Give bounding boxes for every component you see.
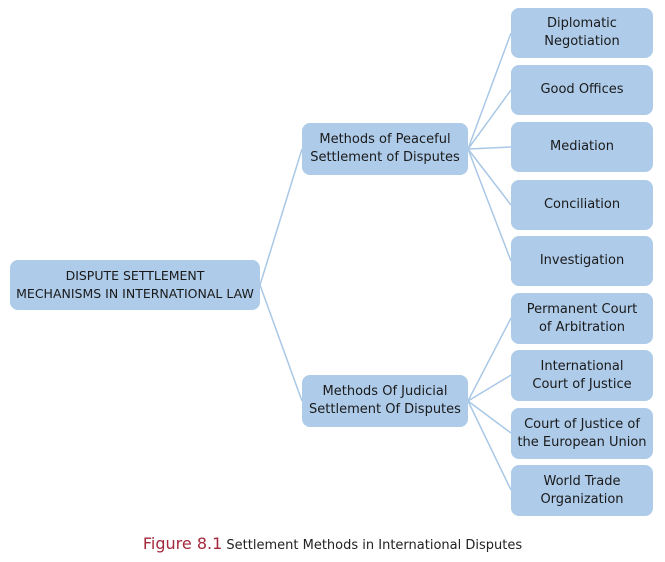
- leaf-international-court-of-justice: International Court of Justice: [511, 350, 653, 401]
- leaf-label: Conciliation: [543, 197, 621, 212]
- connector-line: [467, 89, 512, 150]
- branch-label: Methods of Peaceful Settlement of Disput…: [310, 132, 460, 165]
- connector-line: [467, 317, 512, 402]
- connector-line: [467, 32, 512, 150]
- connector-line: [467, 148, 512, 206]
- connector-line: [259, 148, 303, 286]
- connector-line: [259, 284, 303, 402]
- leaf-label: Court of Justice of the European Union: [517, 416, 647, 450]
- leaf-world-trade-organization: World Trade Organization: [511, 465, 653, 516]
- root-node: DISPUTE SETTLEMENT MECHANISMS IN INTERNA…: [10, 260, 260, 310]
- connector-line: [467, 400, 512, 491]
- leaf-good-offices: Good Offices: [511, 65, 653, 115]
- leaf-label: Investigation: [539, 253, 625, 268]
- leaf-permanent-court-of-arbitration: Permanent Court of Arbitration: [511, 293, 653, 344]
- branch-peaceful: Methods of Peaceful Settlement of Disput…: [302, 123, 468, 175]
- leaf-investigation: Investigation: [511, 236, 653, 286]
- leaf-label: Permanent Court of Arbitration: [526, 301, 638, 335]
- leaf-mediation: Mediation: [511, 122, 653, 172]
- branch-label: Methods Of Judicial Settlement Of Disput…: [309, 384, 461, 417]
- caption-text: Settlement Methods in International Disp…: [226, 538, 523, 553]
- figure-caption: Figure 8.1 Settlement Methods in Interna…: [0, 534, 665, 553]
- leaf-court-of-justice-eu: Court of Justice of the European Union: [511, 408, 653, 459]
- leaf-label: Diplomatic Negotiation: [544, 16, 620, 49]
- figure-number: Figure 8.1: [142, 534, 223, 553]
- leaf-conciliation: Conciliation: [511, 180, 653, 230]
- connector-line: [467, 146, 512, 150]
- leaf-label: World Trade Organization: [540, 473, 624, 507]
- leaf-label: Good Offices: [540, 82, 624, 97]
- root-label: DISPUTE SETTLEMENT MECHANISMS IN INTERNA…: [16, 268, 254, 301]
- leaf-diplomatic-negotiation: Diplomatic Negotiation: [511, 8, 653, 58]
- connector-line: [467, 400, 512, 434]
- connector-line: [467, 148, 512, 262]
- leaf-label: Mediation: [550, 139, 614, 154]
- leaf-label: International Court of Justice: [532, 358, 632, 392]
- connector-line: [467, 374, 512, 402]
- branch-judicial: Methods Of Judicial Settlement Of Disput…: [302, 375, 468, 427]
